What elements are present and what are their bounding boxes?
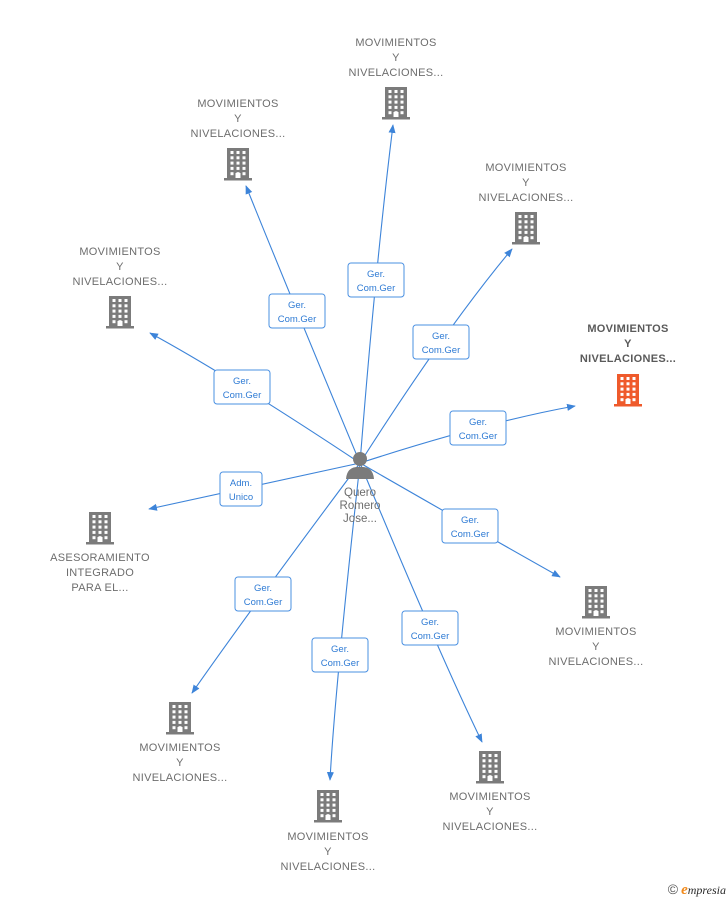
company-name-line: Y bbox=[234, 113, 242, 125]
relation-text: Ger. bbox=[288, 300, 306, 311]
relation-text: Ger. bbox=[331, 644, 349, 655]
relation-text: Ger. bbox=[254, 583, 272, 594]
company-name-line: MOVIMIENTOS bbox=[485, 162, 566, 174]
company-name-line: NIVELACIONES... bbox=[549, 656, 644, 668]
company-name-line: NIVELACIONES... bbox=[443, 821, 538, 833]
company-name-line: NIVELACIONES... bbox=[281, 861, 376, 873]
relation-label: Ger. Com.Ger bbox=[401, 610, 459, 646]
company-name-line: NIVELACIONES... bbox=[73, 276, 168, 288]
building-icon bbox=[224, 148, 252, 181]
company-name-line: MOVIMIENTOS bbox=[139, 742, 220, 754]
company-name-line: MOVIMIENTOS bbox=[197, 98, 278, 110]
company-name-line: Y bbox=[176, 757, 184, 769]
relation-label: Ger. Com.Ger bbox=[311, 637, 369, 673]
building-icon bbox=[512, 212, 540, 245]
relation-text: Ger. bbox=[432, 331, 450, 342]
brand-watermark: ©empresia bbox=[668, 881, 726, 899]
relation-text: Com.Ger bbox=[321, 658, 360, 669]
company-name-line: NIVELACIONES... bbox=[349, 67, 444, 79]
company-name-line: MOVIMIENTOS bbox=[287, 831, 368, 843]
relation-label: Ger. Com.Ger bbox=[268, 293, 326, 329]
relation-text: Com.Ger bbox=[278, 314, 317, 325]
relation-text: Com.Ger bbox=[411, 631, 450, 642]
building-icon bbox=[476, 751, 504, 784]
relation-text: Com.Ger bbox=[422, 345, 461, 356]
company-node[interactable]: MOVIMIENTOS Y NIVELACIONES... bbox=[73, 246, 168, 329]
person-name-line: Quero bbox=[344, 487, 376, 499]
relation-label: Ger. Com.Ger bbox=[449, 410, 507, 446]
relations-layer: Ger.Com.GerGer.Com.GerGer.Com.GerGer.Com… bbox=[213, 262, 507, 673]
building-icon bbox=[166, 702, 194, 735]
company-name-line: INTEGRADO bbox=[66, 567, 134, 579]
company-node[interactable]: ASESORAMIENTO INTEGRADO PARA EL... bbox=[50, 512, 150, 594]
company-name-line: MOVIMIENTOS bbox=[555, 626, 636, 638]
company-name-line: NIVELACIONES... bbox=[133, 772, 228, 784]
company-name-line: Y bbox=[592, 641, 600, 653]
relation-text: Com.Ger bbox=[244, 597, 283, 608]
company-name-line: MOVIMIENTOS bbox=[449, 791, 530, 803]
company-name-line: Y bbox=[486, 806, 494, 818]
relation-label: Ger. Com.Ger bbox=[347, 262, 405, 298]
company-name-line: Y bbox=[116, 261, 124, 273]
relation-text: Ger. bbox=[367, 269, 385, 280]
relation-text: Unico bbox=[229, 492, 253, 503]
copyright-symbol: © bbox=[667, 881, 679, 897]
company-name-line: MOVIMIENTOS bbox=[355, 37, 436, 49]
relation-text: Com.Ger bbox=[459, 431, 498, 442]
company-node[interactable]: MOVIMIENTOS Y NIVELACIONES... bbox=[549, 586, 644, 668]
relation-text: Adm. bbox=[230, 478, 252, 489]
relation-label: Ger. Com.Ger bbox=[234, 576, 292, 612]
company-name-line: NIVELACIONES... bbox=[479, 192, 574, 204]
brand-name: mpresia bbox=[687, 883, 726, 897]
company-name-line: ASESORAMIENTO bbox=[50, 552, 150, 564]
relation-label: Ger. Com.Ger bbox=[213, 369, 271, 405]
company-node[interactable]: MOVIMIENTOS Y NIVELACIONES... bbox=[349, 37, 444, 120]
building-icon bbox=[86, 512, 114, 545]
company-node[interactable]: MOVIMIENTOS Y NIVELACIONES... bbox=[479, 162, 574, 245]
company-node[interactable]: MOVIMIENTOS Y NIVELACIONES... bbox=[133, 702, 228, 784]
relation-label: Ger. Com.Ger bbox=[412, 324, 470, 360]
company-node[interactable]: MOVIMIENTOS Y NIVELACIONES... bbox=[191, 98, 286, 181]
company-name-line: PARA EL... bbox=[71, 582, 128, 594]
brand-initial: e bbox=[681, 882, 688, 898]
nodes-layer: MOVIMIENTOSYNIVELACIONES...MOVIMIENTOSYN… bbox=[50, 37, 676, 873]
building-icon bbox=[382, 87, 410, 120]
relation-text: Ger. bbox=[469, 417, 487, 428]
company-name-line: Y bbox=[522, 177, 530, 189]
building-icon bbox=[582, 586, 610, 619]
company-name-line: MOVIMIENTOS bbox=[587, 323, 668, 335]
building-icon bbox=[614, 374, 642, 407]
person-icon bbox=[346, 452, 374, 479]
relation-label: Adm. Unico bbox=[219, 471, 263, 507]
company-name-line: Y bbox=[324, 846, 332, 858]
relation-text: Com.Ger bbox=[451, 529, 490, 540]
relation-text: Ger. bbox=[421, 617, 439, 628]
building-icon bbox=[314, 790, 342, 823]
person-name-line: Jose... bbox=[343, 513, 377, 525]
company-name-line: MOVIMIENTOS bbox=[79, 246, 160, 258]
relation-text: Ger. bbox=[233, 376, 251, 387]
company-node[interactable]: MOVIMIENTOS Y NIVELACIONES... bbox=[443, 751, 538, 833]
company-name-line: NIVELACIONES... bbox=[580, 353, 676, 365]
company-name-line: Y bbox=[624, 338, 632, 350]
relation-text: Ger. bbox=[461, 515, 479, 526]
building-icon bbox=[106, 296, 134, 329]
relation-text: Com.Ger bbox=[357, 283, 396, 294]
company-name-line: NIVELACIONES... bbox=[191, 128, 286, 140]
relation-text: Com.Ger bbox=[223, 390, 262, 401]
company-node[interactable]: MOVIMIENTOS Y NIVELACIONES... bbox=[281, 790, 376, 873]
center-person-node[interactable]: QueroRomeroJose... bbox=[340, 452, 381, 525]
company-node-highlighted[interactable]: MOVIMIENTOS Y NIVELACIONES... bbox=[580, 323, 676, 407]
company-name-line: Y bbox=[392, 52, 400, 64]
person-name-line: Romero bbox=[340, 500, 381, 512]
relation-label: Ger. Com.Ger bbox=[441, 508, 499, 544]
